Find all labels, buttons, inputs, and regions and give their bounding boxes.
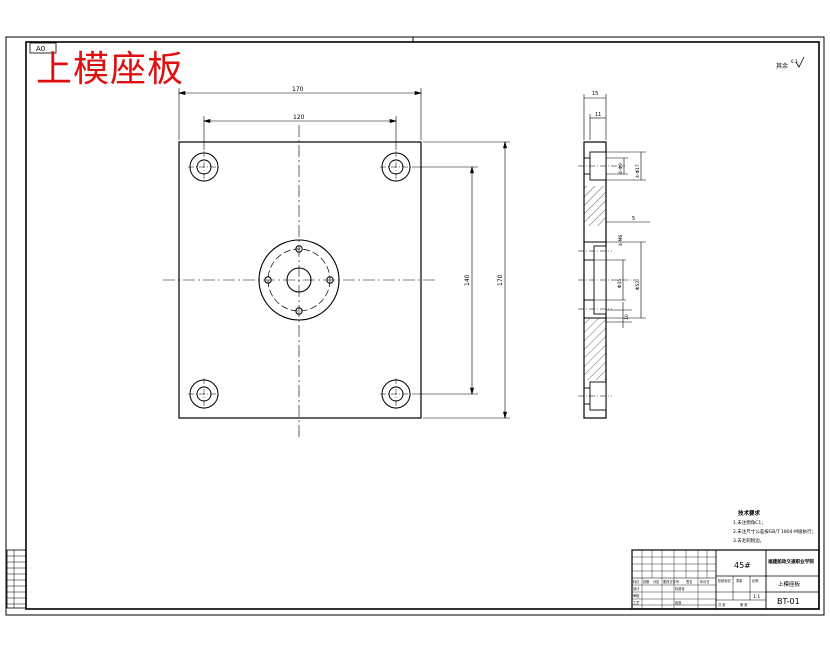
tech-requirements-heading: 技术要求 [738, 509, 761, 517]
tb-label-standard: 标准化 [675, 586, 685, 591]
dim-overall-height-label: 170 [497, 274, 504, 286]
revision-strip [6, 549, 27, 609]
tb-label-scale: 比例 [752, 578, 758, 583]
dim-hole-spacing-x [202, 116, 398, 150]
format-box [29, 42, 57, 54]
central-bore [578, 241, 640, 319]
dim-hole-spacing-x-label: 120 [293, 114, 305, 121]
dim-hole-spacing-y-label: 140 [464, 274, 471, 286]
tb-label-zone: 分区 [653, 579, 660, 584]
corner-hole-br [380, 378, 412, 410]
dim-hole-dia-label: 4-Φ9 [618, 163, 624, 174]
dim-overall-width-label: 170 [292, 86, 304, 93]
tb-label-stage: 阶段标记 [718, 578, 732, 583]
tb-label-count: 处数 [643, 579, 650, 584]
dim-hole-spacing-y [412, 165, 478, 396]
tb-label-review: 审核 [633, 593, 640, 598]
dim-overall-height [423, 140, 510, 420]
front-view [163, 88, 510, 438]
tb-label-approve: 批准 [675, 600, 682, 605]
inner-border [25, 41, 820, 610]
central-boss [258, 239, 340, 321]
scale-value: 1:1 [753, 594, 760, 600]
corner-hole-tr [380, 151, 412, 183]
tb-label-sheet-no: 第 张 [740, 602, 748, 607]
hatch-upper [584, 186, 606, 226]
material-label: 45# [734, 561, 751, 570]
outer-border [5, 36, 825, 616]
dim-bore-dias [594, 221, 650, 328]
dim-bore-dia-label: Φ35 [617, 279, 623, 288]
dim-tapped-holes-label: 4-M6 [618, 235, 624, 246]
hatch-lower [584, 318, 606, 380]
counterbore-top [578, 151, 625, 181]
tb-label-process: 工艺 [633, 600, 639, 605]
dim-center-depth-label: 5 [632, 216, 635, 222]
drawing-title: 上模座板 [36, 49, 185, 90]
dim-step-label: 10 [624, 314, 630, 320]
tech-requirement-line: 2.未注尺寸公差按GB/T 1804-M级执行； [733, 528, 816, 535]
tb-label-sign: 签名 [686, 579, 692, 584]
tb-label-mark: 标记 [633, 579, 640, 584]
dim-counterbore-depth-label: 11 [595, 112, 601, 118]
tech-requirement-line: 3.去毛刺锐边。 [733, 537, 764, 544]
school-name: 福建船政交通职业学院 [767, 558, 814, 565]
surface-roughness-note: 其余 [776, 62, 788, 70]
corner-hole-tl [188, 151, 220, 183]
corner-hole-bl [188, 378, 220, 410]
dim-counterbore-dia-label: 4-Φ17 [635, 164, 641, 178]
counterbore-bottom [578, 381, 612, 411]
tech-requirement-line: 1.未注倒角C1； [733, 519, 766, 526]
title-block [631, 549, 820, 610]
side-section-view [578, 94, 650, 419]
tb-label-date: 年月日 [700, 579, 710, 584]
dim-thickness-label: 15 [592, 91, 598, 97]
dim-thickness [583, 94, 607, 140]
title-block-labels: 标记 处数 分区 更改文件号 签名 年月日 设计 标准化 审核 工艺 批准 阶段… [633, 578, 758, 607]
drawing-number: BT-01 [777, 597, 800, 606]
surface-roughness-value: 6.3 [791, 59, 798, 64]
sheet-format-label: A0 [36, 45, 45, 53]
tb-label-design: 设计 [633, 586, 640, 591]
dim-overall-width [177, 88, 423, 140]
dim-counterbore-dias [606, 151, 646, 181]
tb-label-change-doc: 更改文件号 [663, 579, 679, 584]
roughness-icon [795, 56, 805, 68]
dim-flange-dia-label: Φ52 [635, 281, 641, 290]
tb-label-weight: 重量 [736, 578, 743, 583]
part-name: 上模座板 [778, 580, 801, 588]
tb-label-total-sheets: 共 张 [718, 602, 726, 607]
